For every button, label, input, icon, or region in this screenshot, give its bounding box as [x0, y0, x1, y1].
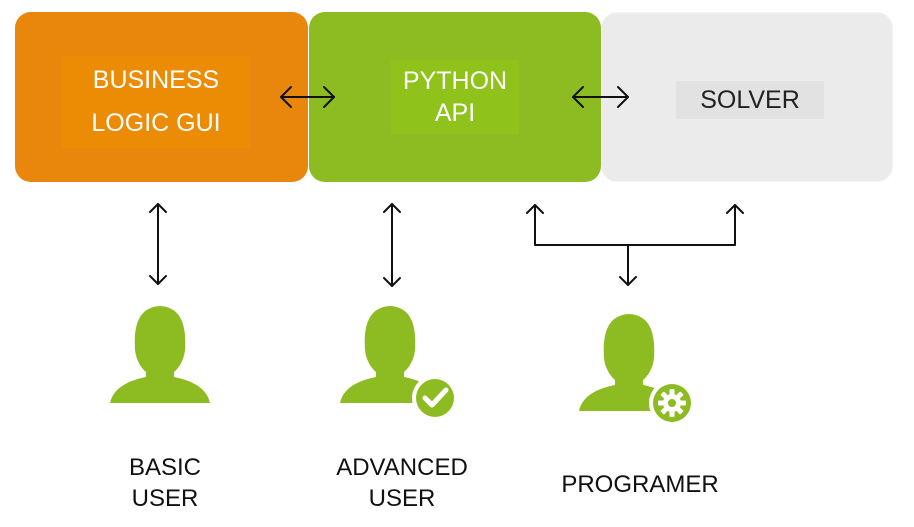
- basic-user-arrow: [149, 203, 167, 285]
- python-api-label: PYTHON API: [391, 60, 519, 134]
- solver-label: SOLVER: [676, 81, 824, 119]
- basic-user-label: BASIC USER: [100, 452, 230, 514]
- advanced-user-arrow: [383, 203, 401, 287]
- solver-text: SOLVER: [700, 86, 800, 114]
- business-logic-gui-label: BUSINESS LOGIC GUI: [62, 56, 250, 148]
- programer-line1: PROGRAMER: [561, 471, 719, 498]
- advanced-user-label: ADVANCED USER: [316, 452, 488, 514]
- python-api-line2: API: [434, 99, 476, 127]
- basic-user-line2: USER: [131, 485, 199, 512]
- user-icon: [110, 306, 210, 403]
- python-api-line1: PYTHON: [402, 67, 508, 95]
- gui-api-arrow: [280, 86, 335, 108]
- user-check-icon: [340, 306, 458, 421]
- user-gear-icon: [579, 314, 695, 426]
- business-logic-gui-line1: BUSINESS: [92, 66, 220, 94]
- advanced-user-line1: ADVANCED: [336, 454, 468, 481]
- advanced-user-line2: USER: [368, 485, 436, 512]
- programer-arrow: [526, 204, 744, 286]
- business-logic-gui-line2: LOGIC GUI: [91, 109, 221, 137]
- programer-label: PROGRAMER: [540, 469, 740, 500]
- api-solver-arrow: [572, 86, 629, 108]
- basic-user-line1: BASIC: [128, 454, 202, 481]
